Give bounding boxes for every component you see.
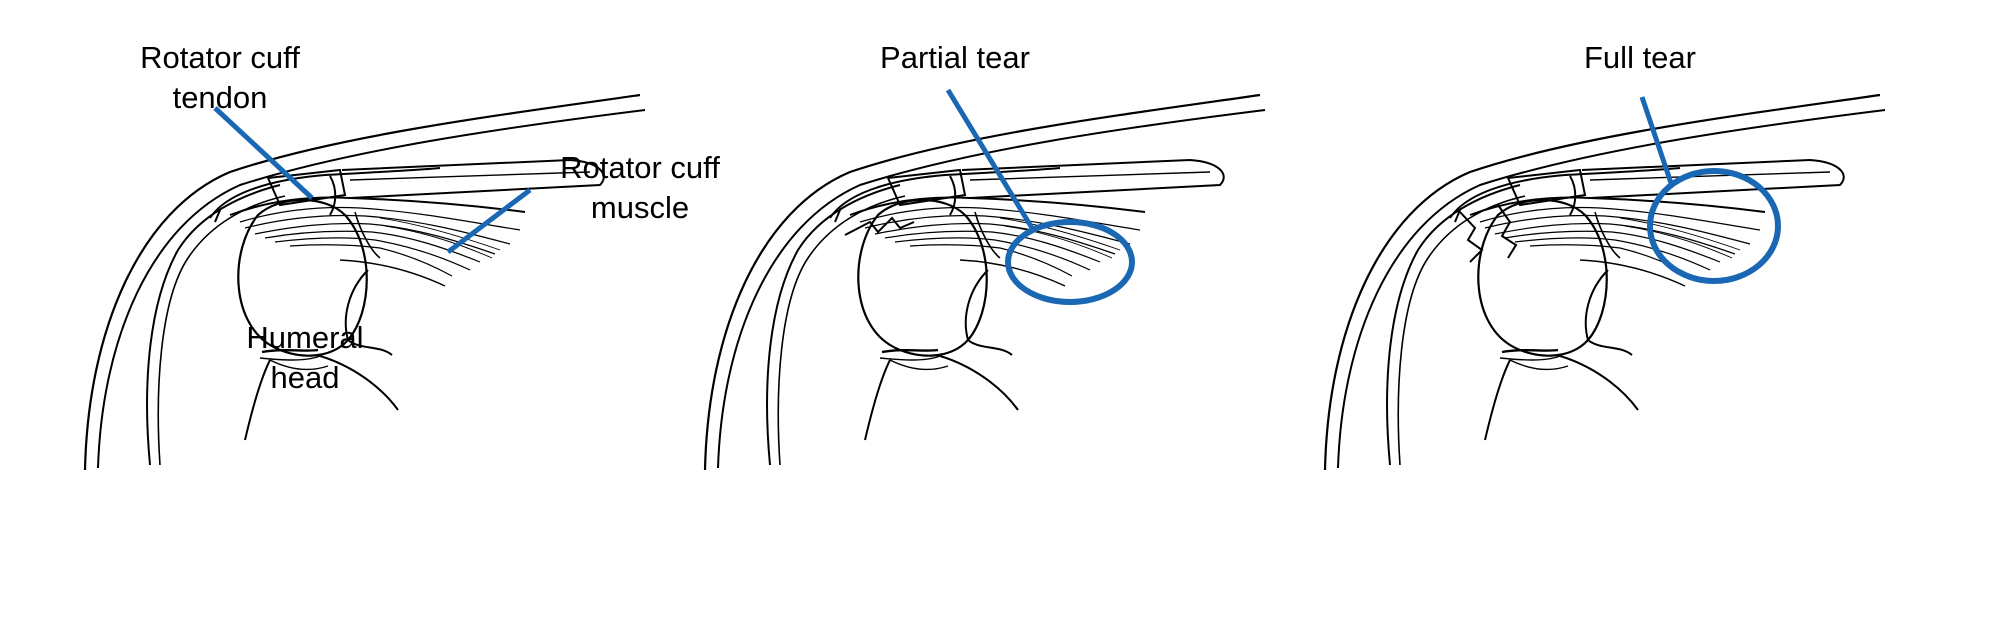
muscle-label-line2: muscle bbox=[590, 190, 690, 225]
muscle-label: Rotator cuff muscle bbox=[540, 148, 740, 228]
full-tear-highlight-circle bbox=[1647, 168, 1781, 284]
tendon-pointer-line bbox=[213, 106, 314, 200]
tendon-label-line1: Rotator cuff bbox=[140, 40, 300, 75]
partial-tear-shoulder-drawing bbox=[703, 93, 1267, 472]
muscle-pointer-line bbox=[446, 188, 532, 254]
muscle-label-line1: Rotator cuff bbox=[560, 150, 720, 185]
full-tear-label: Full tear bbox=[1584, 40, 1696, 75]
full-tear-shoulder-drawing bbox=[1323, 93, 1887, 472]
humeral-head-label-line1: Humeral bbox=[246, 320, 364, 355]
full-tear-pointer-line bbox=[1639, 96, 1675, 187]
tendon-label: Rotator cuff tendon bbox=[110, 38, 330, 118]
partial-tear-pointer-line bbox=[945, 88, 1035, 230]
tendon-label-line2: tendon bbox=[172, 80, 268, 115]
partial-tear-label: Partial tear bbox=[880, 40, 1030, 75]
partial-tear-highlight-circle bbox=[1005, 219, 1135, 305]
humeral-head-label: Humeral head bbox=[225, 318, 385, 398]
humeral-head-label-line2: head bbox=[270, 360, 340, 395]
